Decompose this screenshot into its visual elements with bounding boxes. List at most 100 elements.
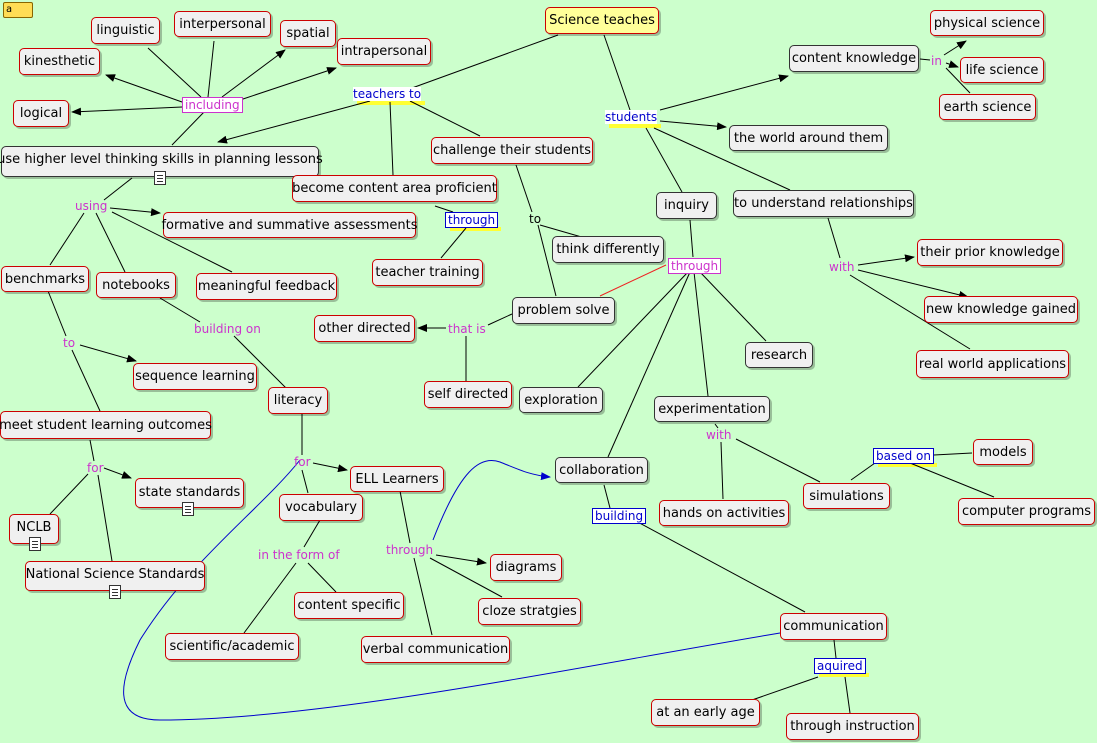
link-to-benchmarks[interactable]: to [63,336,76,350]
node-understand-relationships[interactable]: to understand relationships [733,190,914,217]
node-text: their prior knowledge [920,245,1060,260]
node-text: inquiry [664,198,709,213]
node-text: logical [19,106,63,121]
link-through-ell[interactable]: through [386,543,434,557]
node-exploration[interactable]: exploration [519,387,603,413]
node-text: problem solve [517,303,610,318]
node-collaboration[interactable]: collaboration [555,457,648,483]
node-diagrams[interactable]: diagrams [490,554,562,581]
node-text: real world applications [918,356,1067,372]
link-teachers-to[interactable]: teachers to [353,87,426,105]
link-aquired[interactable]: aquired [814,658,869,677]
link-including[interactable]: including [182,97,243,113]
node-self-directed[interactable]: self directed [424,381,512,408]
node-logical[interactable]: logical [13,100,69,127]
node-physical-science[interactable]: physical science [930,10,1044,36]
node-ell-learners[interactable]: ELL Learners [350,466,444,492]
node-text: formative and summative assessments [161,217,418,233]
node-text: collaboration [559,462,644,478]
node-benchmarks[interactable]: benchmarks [1,266,89,292]
link-to-challenge[interactable]: to [529,212,542,226]
node-inquiry[interactable]: inquiry [656,192,717,219]
node-teacher-training[interactable]: teacher training [372,259,483,286]
node-national-science-standards[interactable]: National Science Standards [25,561,205,599]
link-for-literacy[interactable]: for [294,455,311,469]
node-through-instruction[interactable]: through instruction [786,713,919,740]
node-world-around-them[interactable]: the world around them [729,125,888,151]
node-formative-summative[interactable]: formative and summative assessments [161,212,418,238]
node-problem-solve[interactable]: problem solve [512,297,615,324]
node-content-specific[interactable]: content specific [294,592,404,619]
node-text: spatial [286,26,330,41]
link-through-training[interactable]: through [445,212,502,231]
node-text: computer programs [961,504,1092,519]
node-challenge-students[interactable]: challenge their students [431,137,593,164]
node-prior-knowledge[interactable]: their prior knowledge [917,239,1063,266]
node-science-teaches[interactable]: Science teaches [545,7,659,34]
node-think-differently[interactable]: think differently [552,236,664,263]
node-communication[interactable]: communication [780,613,887,640]
node-text: vocabulary [285,500,357,515]
link-in[interactable]: in [931,54,942,68]
node-meaningful-feedback[interactable]: meaningful feedback [196,273,337,300]
node-linguistic[interactable]: linguistic [91,17,160,44]
node-content-area-proficient[interactable]: become content area proficient [292,175,497,202]
link-for-outcomes[interactable]: for [87,461,104,475]
node-scientific-academic[interactable]: scientific/academic [165,633,299,660]
node-computer-programs[interactable]: computer programs [958,498,1095,525]
node-text: sequence learning [135,369,255,384]
link-students[interactable]: students [605,110,662,128]
node-at-an-early-age[interactable]: at an early age [651,699,760,726]
node-learning-outcomes[interactable]: meet student learning outcomes [0,411,212,439]
node-nclb[interactable]: NCLB [9,514,59,551]
node-hands-on-activities[interactable]: hands on activities [659,500,789,526]
node-intrapersonal[interactable]: intrapersonal [337,38,431,65]
node-kinesthetic[interactable]: kinesthetic [19,48,100,75]
link-using[interactable]: using [75,199,108,213]
node-life-science[interactable]: life science [960,57,1044,83]
node-verbal-communication[interactable]: verbal communication [361,636,510,663]
node-interpersonal[interactable]: interpersonal [174,11,271,37]
link-through-inquiry[interactable]: through [668,258,722,274]
link-in-the-form-of[interactable]: in the form of [258,548,340,562]
node-cloze-strategies[interactable]: cloze stratgies [478,598,581,625]
link-with-experimentation[interactable]: with [706,428,732,442]
node-experimentation[interactable]: experimentation [654,396,770,422]
node-state-standards[interactable]: state standards [135,478,244,516]
node-text: Science teaches [549,13,655,28]
map-corner-icon-letter: a [6,4,13,15]
document-icon[interactable] [154,171,166,185]
node-other-directed[interactable]: other directed [314,315,415,342]
node-research[interactable]: research [745,342,813,368]
document-icon[interactable] [109,585,121,599]
node-notebooks[interactable]: notebooks [96,272,176,298]
node-text: National Science Standards [25,567,205,582]
node-higher-level-thinking[interactable]: use higher level thinking skills in plan… [0,146,323,185]
node-new-knowledge[interactable]: new knowledge gained [924,296,1078,323]
node-text: benchmarks [4,271,86,287]
link-based-on[interactable]: based on [873,448,937,467]
node-text: simulations [809,488,884,504]
node-sequence-learning[interactable]: sequence learning [133,363,257,390]
node-text: experimentation [658,401,766,417]
link-building[interactable]: building [592,508,647,524]
node-simulations[interactable]: simulations [803,483,890,509]
node-vocabulary[interactable]: vocabulary [279,494,363,521]
link-with-relationships[interactable]: with [829,260,855,274]
node-earth-science[interactable]: earth science [939,94,1036,120]
map-corner-icon[interactable]: a [3,2,33,18]
document-icon[interactable] [29,537,41,551]
node-text: kinesthetic [23,54,96,69]
node-real-world-applications[interactable]: real world applications [916,350,1069,378]
node-text: exploration [524,392,598,408]
node-content-knowledge[interactable]: content knowledge [789,45,919,72]
link-building-on[interactable]: building on [194,322,261,336]
node-text: communication [783,619,884,634]
node-literacy[interactable]: literacy [268,387,328,414]
node-models[interactable]: models [973,439,1033,465]
node-text: use higher level thinking skills in plan… [0,152,323,167]
link-that-is[interactable]: that is [448,322,486,336]
node-spatial[interactable]: spatial [280,20,336,47]
document-icon[interactable] [182,502,194,516]
node-text: state standards [138,485,241,500]
